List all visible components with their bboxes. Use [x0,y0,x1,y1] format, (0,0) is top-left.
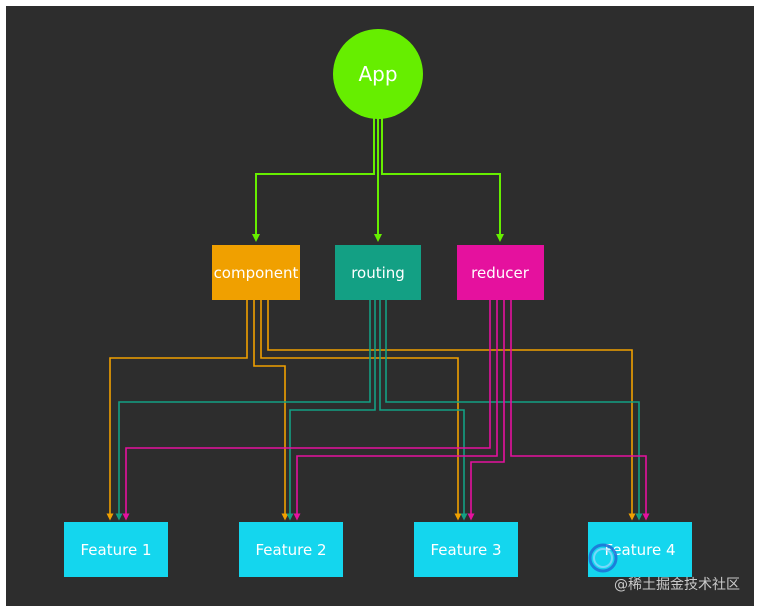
edge-routing-to-feature-3 [379,300,468,521]
reducer-box [457,245,544,300]
routing-box [335,245,421,300]
edge-reducer-to-feature-3 [467,300,505,521]
feature-1-box [64,522,168,577]
edge-app-to-reducer [381,118,504,242]
edges-layer [106,118,650,521]
feature-1-node: Feature 1 [64,522,168,577]
app-circle [333,29,423,119]
reducer-label: reducer [471,264,530,282]
routing-node: routing [335,245,421,300]
feature-1-label: Feature 1 [81,541,152,559]
feature-3-box [414,522,518,577]
component-label: component [214,264,299,282]
app-node: App [333,29,423,119]
routing-label: routing [351,264,405,282]
edge-reducer-to-feature-1 [122,300,491,521]
edge-component-to-feature-3 [260,300,462,521]
reducer-node: reducer [457,245,544,300]
edge-reducer-to-feature-2 [293,300,498,521]
app-label: App [358,62,397,86]
feature-3-node: Feature 3 [414,522,518,577]
edge-reducer-to-feature-4 [510,300,650,521]
edge-routing-to-feature-4 [385,300,643,521]
component-box [212,245,300,300]
edge-component-to-feature-4 [267,300,636,521]
edge-routing-to-feature-1 [115,300,371,521]
component-node: component [212,245,300,300]
edge-routing-to-feature-2 [286,300,376,521]
feature-3-label: Feature 3 [431,541,502,559]
edge-component-to-feature-2 [253,300,289,521]
feature-2-box [239,522,343,577]
feature-2-label: Feature 2 [256,541,327,559]
feature-2-node: Feature 2 [239,522,343,577]
edge-component-to-feature-1 [106,300,248,521]
loading-ring-icon [588,543,618,573]
edge-app-to-component [252,118,375,242]
feature-4-label: Feature 4 [605,541,676,559]
watermark-text: @稀土掘金技术社区 [614,577,740,593]
